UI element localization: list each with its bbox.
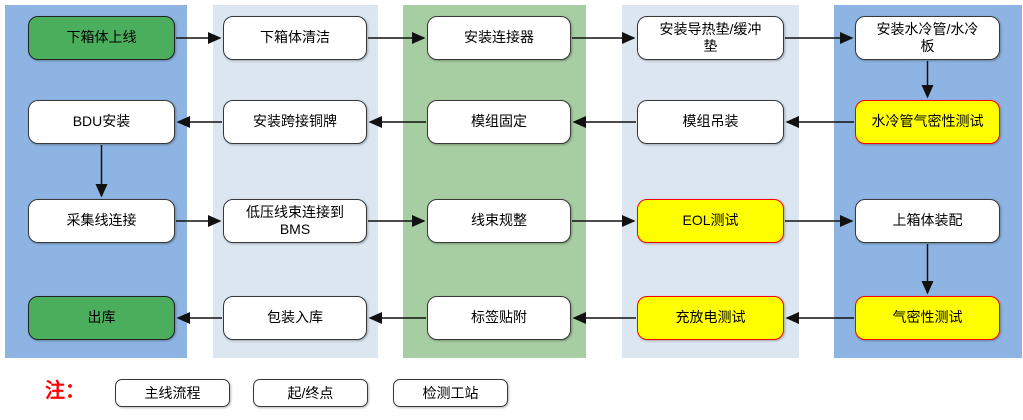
node-busbar-install: 安装跨接铜牌 [223,100,367,144]
legend-test-station: 检测工站 [393,379,508,407]
node-eol-test: EOL测试 [637,199,784,243]
node-coolant-pipe-leak-test: 水冷管气密性测试 [855,100,1000,144]
node-upper-box-assembly: 上箱体装配 [855,199,1000,243]
node-collection-harness-connect: 采集线连接 [28,199,175,243]
node-thermal-pad-install: 安装导热垫/缓冲 垫 [637,16,784,60]
node-connector-install: 安装连接器 [427,16,571,60]
legend-main-process: 主线流程 [115,379,230,407]
node-outbound: 出库 [28,296,175,340]
node-coolant-pipe-install: 安装水冷管/水冷 板 [855,16,1000,60]
node-charge-discharge-test: 充放电测试 [637,296,784,340]
node-module-fixing: 模组固定 [427,100,571,144]
node-module-hoisting: 模组吊装 [637,100,784,144]
legend-start-end: 起/终点 [253,379,368,407]
node-airtightness-test: 气密性测试 [855,296,1000,340]
node-packing-warehousing: 包装入库 [223,296,367,340]
node-lower-box-loading: 下箱体上线 [28,16,175,60]
legend-note: 注： [45,380,85,402]
node-lv-harness-to-bms: 低压线束连接到 BMS [223,199,367,243]
node-lower-box-cleaning: 下箱体清洁 [223,16,367,60]
node-harness-arrangement: 线束规整 [427,199,571,243]
node-label-attachment: 标签贴附 [427,296,571,340]
node-bdu-install: BDU安装 [28,100,175,144]
